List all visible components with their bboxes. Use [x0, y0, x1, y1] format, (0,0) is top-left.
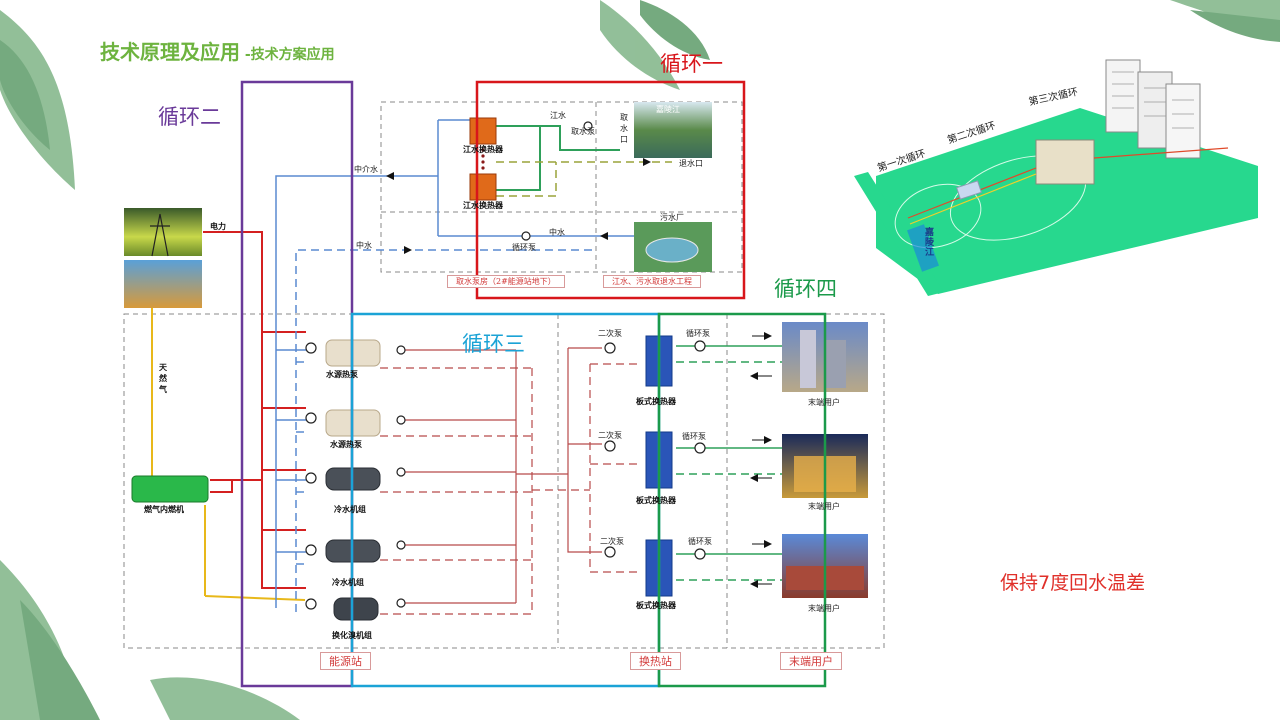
loop4-label: 循环四	[774, 277, 837, 301]
circ-pump-label-2: 循环泵	[682, 432, 706, 441]
secondary-pump-label-3: 二次泵	[600, 537, 624, 546]
river-name-label: 嘉陵江	[656, 105, 680, 114]
loop3-outline	[350, 312, 661, 688]
end-user-zone-label: 末端用户	[780, 652, 842, 670]
power-label: 电力	[210, 222, 226, 231]
loop1-label: 循环一	[660, 52, 723, 76]
arrow-right-icon	[404, 246, 412, 254]
pump-icon	[305, 412, 317, 424]
river-heat-exchanger	[469, 173, 497, 201]
page-subtitle: -技术方案应用	[240, 47, 335, 63]
loop2-outline	[240, 80, 354, 688]
arrow-left-icon	[600, 232, 608, 240]
river-heat-exchanger	[469, 117, 497, 145]
absorption-unit	[333, 597, 379, 621]
pump-icon	[604, 342, 616, 354]
circ-pump-label-3: 循环泵	[688, 537, 712, 546]
outlet-port-label: 退水口	[677, 158, 705, 169]
circ-pump-label: 循环泵	[512, 243, 536, 252]
equipment-label-2: 水源热泵	[330, 440, 362, 449]
plate-hx-label-1: 板式换热器	[636, 397, 676, 406]
loop1-outline	[475, 80, 746, 300]
pump-icon	[396, 540, 406, 550]
intake-zone-frame	[380, 101, 743, 273]
pump-icon	[396, 415, 406, 425]
pump-icon	[305, 342, 317, 354]
energy-station-building	[1035, 139, 1095, 185]
river-water-label: 江水	[550, 111, 566, 120]
pump-icon	[604, 440, 616, 452]
loop4-outline	[657, 312, 827, 688]
pump-icon	[396, 345, 406, 355]
equipment-label-3: 冷水机组	[334, 505, 366, 514]
pump-icon	[694, 548, 706, 560]
river-photo	[634, 102, 712, 158]
secondary-pump-label-1: 二次泵	[598, 329, 622, 338]
iso-river-label: 嘉陵江	[925, 228, 935, 258]
river-hx-bottom-label: 江水换热器	[463, 201, 503, 210]
equipment-label-4: 冷水机组	[332, 578, 364, 587]
isometric-campus-illustration	[854, 59, 1258, 296]
gas-engine-graphic	[131, 475, 209, 503]
arrow-right-icon	[764, 436, 772, 444]
intake-port-label: 取水口	[620, 112, 634, 145]
pump-icon	[305, 472, 317, 484]
pump-icon	[305, 598, 317, 610]
plate-hx-label-3: 板式换热器	[636, 601, 676, 610]
engine-label: 燃气内燃机	[144, 505, 184, 514]
pump-icon	[396, 467, 406, 477]
loop2-label: 循环二	[158, 105, 221, 129]
arrow-left-icon	[750, 580, 758, 588]
intake-pump-label: 取水泵	[571, 127, 595, 136]
river-hx-top-label: 江水换热器	[463, 145, 503, 154]
loop3-label: 循环三	[462, 332, 525, 356]
intake-zone-label: 取水泵房（2#能源站地下）	[447, 275, 565, 288]
plate-hx-label-2: 板式换热器	[636, 496, 676, 505]
sewage-plant-label: 污水厂	[660, 213, 684, 222]
pump-icon	[694, 442, 706, 454]
page-title: 技术原理及应用 -技术方案应用	[100, 40, 335, 64]
equipment-label-5: 换化溴机组	[332, 631, 372, 640]
pump-icon	[305, 544, 317, 556]
end-user-label-3: 末端用户	[808, 604, 840, 613]
end-user-label-1: 末端用户	[808, 398, 840, 407]
temperature-note: 保持7度回水温差	[1000, 572, 1146, 594]
arrow-right-icon	[764, 540, 772, 548]
gas-station-photo	[124, 260, 202, 308]
river-sewage-zone-label: 江水、污水取退水工程	[603, 275, 701, 288]
energy-station-zone-label: 能源站	[320, 652, 371, 670]
pump-icon	[583, 121, 593, 131]
gas-label: 天然气	[159, 363, 167, 394]
river-mark	[907, 224, 939, 272]
secondary-pump-label-2: 二次泵	[598, 431, 622, 440]
exchange-station-zone-label: 换热站	[630, 652, 681, 670]
reclaimed-water-right-label: 中水	[549, 228, 565, 237]
arrow-left-icon	[750, 474, 758, 482]
pump-icon	[396, 598, 406, 608]
circ-pump-label-1: 循环泵	[686, 329, 710, 338]
pump-icon	[521, 231, 531, 241]
pump-icon	[604, 546, 616, 558]
end-user-label-2: 末端用户	[808, 502, 840, 511]
equipment-label-1: 水源热泵	[326, 370, 358, 379]
arrow-right-icon	[643, 158, 651, 166]
arrow-right-icon	[764, 332, 772, 340]
reclaimed-water-left-label: 中水	[356, 241, 372, 250]
intermediate-water-label: 中介水	[354, 165, 378, 174]
pump-icon	[694, 340, 706, 352]
arrow-left-icon	[750, 372, 758, 380]
arrow-left-icon	[386, 172, 394, 180]
tower-building	[1165, 83, 1201, 159]
